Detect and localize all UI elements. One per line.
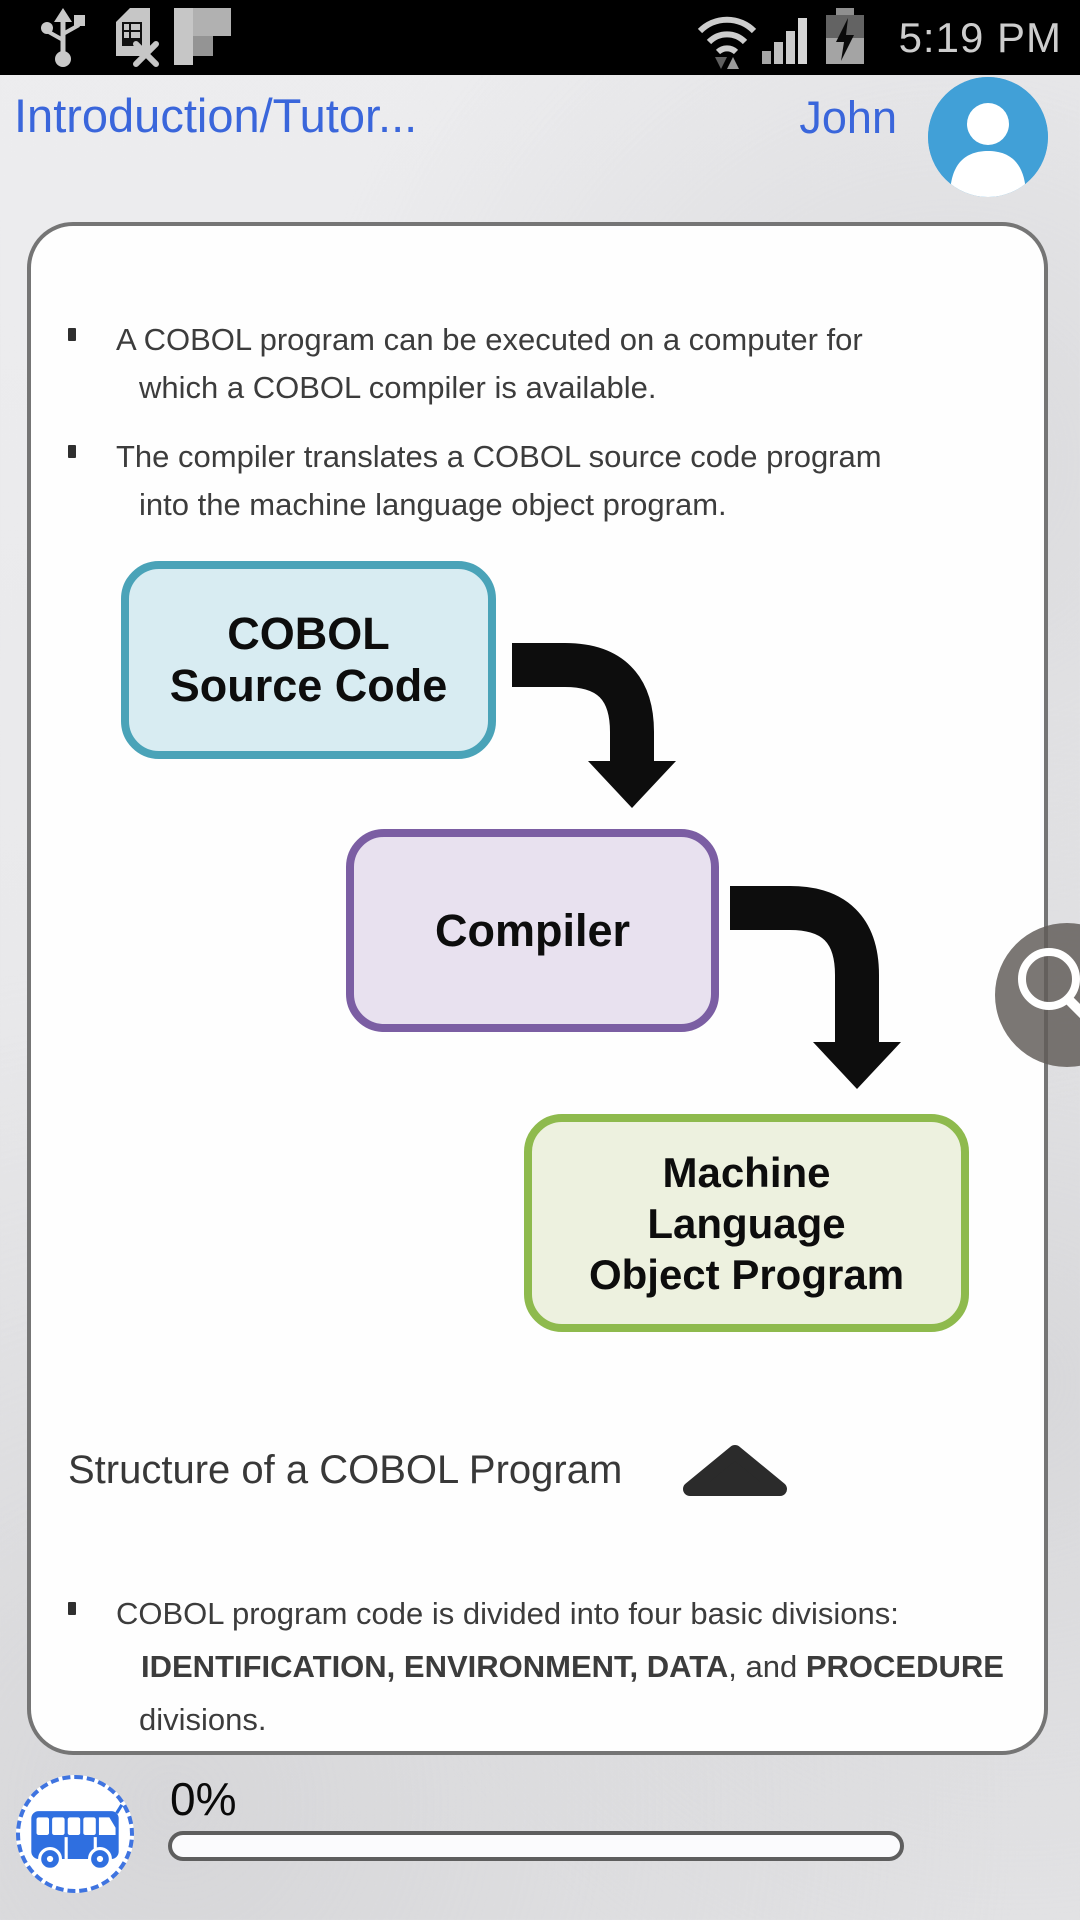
- battery-charging-icon: [826, 8, 864, 64]
- usb-icon: [41, 8, 85, 67]
- bullet-3-line-2: IDENTIFICATION, ENVIRONMENT, DATA, and P…: [141, 1649, 1004, 1685]
- wifi-icon: [697, 16, 757, 69]
- bullet-mark: [68, 445, 76, 458]
- bullet-3-line-3: divisions.: [139, 1702, 267, 1737]
- search-icon: [1018, 948, 1080, 1019]
- box-label: Compiler: [434, 904, 631, 956]
- page-title: Introduction/Tutor...: [14, 89, 418, 142]
- bold-divisions-text: IDENTIFICATION, ENVIRONMENT, DATA: [141, 1649, 729, 1684]
- flowchart-box-compiler: Compiler: [346, 829, 719, 1032]
- flowchart-box-machine-language-object-program: Machine Language Object Program: [524, 1114, 969, 1332]
- progress-bar: [168, 1831, 904, 1861]
- progress-percent-label: 0%: [170, 1773, 237, 1825]
- bullet-mark: [68, 1602, 76, 1615]
- bullet-1-line-1: A COBOL program can be executed on a com…: [116, 322, 863, 357]
- user-name-link[interactable]: John: [799, 92, 897, 143]
- bus-icon: [31, 1804, 124, 1871]
- section-heading[interactable]: Structure of a COBOL Program: [68, 1448, 623, 1492]
- bullet-3-line-1: COBOL program code is divided into four …: [116, 1596, 899, 1631]
- box-label: Machine Language Object Program: [588, 1148, 905, 1298]
- signal-strength-icon: [762, 18, 807, 64]
- bullet-1-line-2: which a COBOL compiler is available.: [139, 370, 657, 405]
- bullet-mark: [68, 328, 76, 341]
- bus-progress-button[interactable]: [16, 1775, 134, 1893]
- flowchart-box-cobol-source-code: COBOL Source Code: [121, 561, 496, 759]
- bold-divisions-text: PROCEDURE: [805, 1649, 1004, 1684]
- search-button[interactable]: [995, 923, 1080, 1067]
- bullet-2-line-1: The compiler translates a COBOL source c…: [116, 439, 882, 474]
- box-label: COBOL Source Code: [169, 608, 448, 711]
- avatar[interactable]: [928, 77, 1048, 197]
- no-sim-icon: [116, 8, 159, 67]
- regular-text: , and: [728, 1649, 806, 1684]
- slide-card: A COBOL program can be executed on a com…: [27, 222, 1048, 1755]
- bullet-2-line-2: into the machine language object program…: [139, 487, 727, 522]
- status-time: 5:19 PM: [898, 14, 1062, 61]
- notification-blocks-icon: [174, 8, 231, 65]
- person-icon: [928, 77, 1048, 197]
- status-bar: 5:19 PM: [0, 0, 1080, 75]
